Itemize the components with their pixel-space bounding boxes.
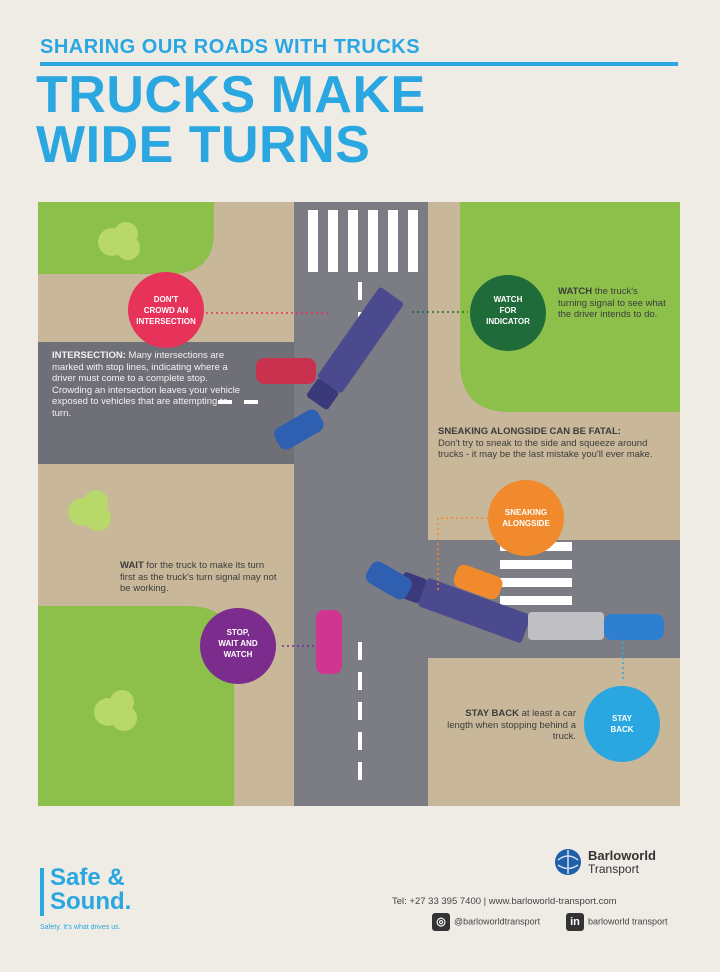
bush-top-left: [98, 222, 140, 260]
car-blue-left: [274, 409, 324, 450]
watch-body: the truck's turning signal to see what t…: [558, 286, 666, 320]
header-subtitle: SHARING OUR ROADS WITH TRUCKS: [40, 36, 421, 58]
svg-text:INTERSECTION: INTERSECTION: [136, 317, 196, 326]
safe-sound-tagline: Safety. It's what drives us.: [40, 924, 121, 931]
sneaking-body: Don't try to sneak to the side and squee…: [438, 437, 653, 461]
page-title: TRUCKS MAKE WIDE TURNS: [36, 66, 426, 174]
barloworld-logo[interactable]: Barloworld Transport: [554, 846, 682, 878]
intersection-text: INTERSECTION: Many intersections are mar…: [52, 350, 242, 419]
truck-trailer-grey: [528, 612, 604, 640]
callout-dont-crowd: DON'T CROWD AN INTERSECTION: [128, 272, 204, 348]
company-sub: Transport: [588, 862, 639, 876]
car-red: [256, 358, 316, 384]
connector-orange: [437, 517, 490, 590]
instagram-link[interactable]: ◎ @barloworldtransport: [432, 913, 540, 933]
svg-text:ALONGSIDE: ALONGSIDE: [502, 519, 550, 528]
watch-text: WATCH the truck's turning signal to see …: [558, 286, 666, 321]
svg-text:DON'T: DON'T: [154, 295, 179, 304]
stayback-heading: STAY BACK: [465, 708, 519, 719]
safe-sound-text: Safe & Sound.: [50, 864, 132, 915]
svg-text:BACK: BACK: [610, 725, 633, 734]
svg-text:CROWD AN: CROWD AN: [144, 306, 189, 315]
truck-top: [306, 287, 404, 410]
header-rule: [40, 62, 678, 66]
contact-line[interactable]: Tel: +27 33 395 7400 | www.barloworld-tr…: [392, 896, 617, 907]
wait-text: WAIT for the truck to make its turn firs…: [120, 560, 280, 595]
linkedin-icon: in: [566, 913, 584, 931]
callout-stop-wait: STOP, WAIT AND WATCH: [200, 608, 276, 684]
sneaking-heading: SNEAKING ALONGSIDE CAN BE FATAL:: [438, 426, 621, 437]
title-line-1: TRUCKS MAKE: [36, 66, 426, 124]
svg-text:WATCH: WATCH: [224, 650, 253, 659]
linkedin-handle: barloworld transport: [588, 916, 668, 927]
logo-bar: [40, 868, 44, 916]
linkedin-link[interactable]: in barloworld transport: [566, 913, 668, 933]
bush-left: [68, 490, 111, 531]
svg-text:FOR: FOR: [500, 306, 517, 315]
instagram-handle: @barloworldtransport: [454, 916, 541, 927]
stayback-body: at least a car length when stopping behi…: [447, 708, 576, 742]
svg-text:STOP,: STOP,: [227, 628, 250, 637]
callout-stay-back: STAY BACK: [584, 686, 660, 762]
svg-text:WAIT AND: WAIT AND: [218, 639, 257, 648]
grass-top-right: [460, 202, 680, 412]
stayback-text: STAY BACK at least a car length when sto…: [446, 708, 576, 743]
sneaking-text: SNEAKING ALONGSIDE CAN BE FATAL: Don't t…: [438, 426, 670, 461]
svg-text:SNEAKING: SNEAKING: [505, 508, 547, 517]
car-orange: [453, 564, 503, 600]
intersection-heading: INTERSECTION:: [52, 350, 126, 361]
globe-icon: [555, 849, 581, 875]
crosswalk-top: [308, 210, 418, 272]
intersection-body: Many intersections are marked with stop …: [52, 350, 240, 419]
svg-text:INDICATOR: INDICATOR: [486, 317, 530, 326]
wait-body: for the truck to make its turn first as …: [120, 560, 277, 594]
watch-heading: WATCH: [558, 286, 593, 297]
instagram-icon: ◎: [432, 913, 450, 931]
intersection-illustration: DON'T CROWD AN INTERSECTION WATCH FOR IN…: [38, 202, 680, 806]
callout-watch-indicator: WATCH FOR INDICATOR: [470, 275, 546, 351]
car-blue-right: [604, 614, 664, 640]
car-pink: [316, 610, 342, 674]
callout-sneaking: SNEAKING ALONGSIDE: [488, 480, 564, 556]
intersection-diagram: DON'T CROWD AN INTERSECTION WATCH FOR IN…: [38, 202, 680, 806]
svg-text:WATCH: WATCH: [494, 295, 523, 304]
title-line-2: WIDE TURNS: [36, 116, 371, 174]
wait-heading: WAIT: [120, 560, 144, 571]
grass-bottom-left: [38, 606, 234, 806]
bush-bottom-left: [94, 690, 137, 731]
svg-text:STAY: STAY: [612, 714, 633, 723]
company-name: Barloworld: [588, 848, 656, 863]
car-blue-middle: [365, 561, 412, 600]
